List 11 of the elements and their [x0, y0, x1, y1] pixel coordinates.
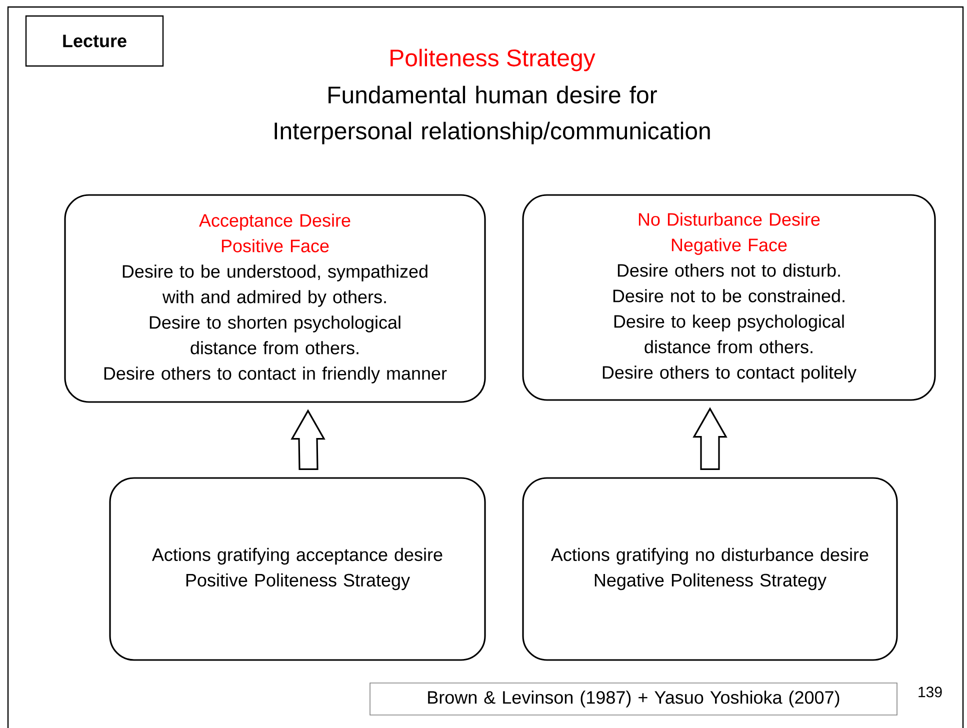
slide-title: Politeness Strategy — [390, 48, 596, 72]
subtitle: Fundamental human desire for Interpersonal relationship/communication — [274, 86, 710, 144]
strategy-box: Actions gratifying no disturbance desire Negative Politeness Strategy — [522, 477, 898, 661]
page-number: 139 — [918, 686, 942, 698]
desire-box: Acceptance Desire Positive Face Desire to be understood, sympathized with and admired by others. Desire to shorten psychological distance from others. Desire others to contact in friendly manner — [64, 194, 486, 403]
citation-box: Brown & Levinson (1987) + Yasuo Yoshioka (2007) — [370, 682, 898, 716]
desire-box: No Disturbance Desire Negative Face Desire others not to disturb. Desire not to be constrained. Desire to keep psychological distance from others. Desire others to contact politely — [522, 194, 936, 401]
block-arrow — [290, 409, 326, 470]
block-arrow — [692, 407, 728, 470]
strategy-box: Actions gratifying acceptance desire Positive Politeness Strategy — [109, 477, 486, 661]
tag-box: Lecture — [25, 15, 164, 67]
